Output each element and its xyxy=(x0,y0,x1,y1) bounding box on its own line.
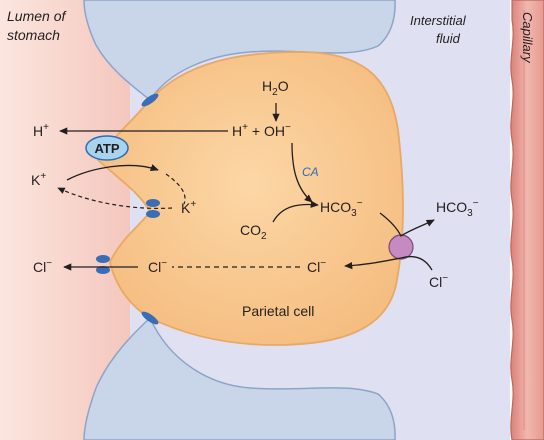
capillary-label: Capillary xyxy=(520,12,535,64)
proton-hydroxide-formula: H+ + OH− xyxy=(232,122,291,139)
lumen-label-line2: stomach xyxy=(7,27,60,43)
bicarbonate-interstitial-label: HCO3− xyxy=(436,198,479,219)
tight-junction-top xyxy=(141,93,159,107)
parietal-cell-label: Parietal cell xyxy=(242,303,314,319)
proton-lumen-label: H+ xyxy=(33,122,49,139)
atp-label: ATP xyxy=(94,141,119,156)
lumen-label-line1: Lumen of xyxy=(7,8,67,24)
carbonic-anhydrase-label: CA xyxy=(302,165,319,179)
neighbor-cell-bottom xyxy=(83,316,396,440)
arrow-bicarbonate-efflux xyxy=(379,212,435,237)
arrow-k-recycle-in xyxy=(165,173,186,205)
tight-junction-bottom xyxy=(141,311,159,325)
chloride-cell-label: Cl− xyxy=(148,258,167,275)
arrow-co2-to-bicarbonate xyxy=(272,200,319,223)
arrow-oh-to-bicarbonate xyxy=(291,142,313,203)
chloride-interstitial-label: Cl− xyxy=(429,273,448,290)
potassium-lumen-label: K+ xyxy=(31,171,46,188)
arrow-cl-uptake xyxy=(344,255,433,271)
bicarbonate-chloride-antiporter xyxy=(388,234,414,260)
bicarbonate-cell-label: HCO3− xyxy=(320,198,363,219)
interstitial-label-line2: fluid xyxy=(436,31,461,46)
chloride-lumen-label: Cl− xyxy=(33,258,52,275)
carbon-dioxide-label: CO2 xyxy=(240,222,267,242)
arrow-k-uptake xyxy=(66,164,159,181)
chloride-cell-basolateral-label: Cl− xyxy=(307,258,326,275)
parietal-cell-body xyxy=(96,51,404,346)
water-formula: H2O xyxy=(262,78,289,98)
chloride-channel xyxy=(96,255,110,274)
capillary-vessel xyxy=(510,0,544,440)
atp-pump xyxy=(85,135,129,161)
arrow-k-recycle-out xyxy=(57,187,173,209)
neighbor-cell-top xyxy=(83,0,396,102)
potassium-cell-label: K+ xyxy=(181,199,196,216)
potassium-channel xyxy=(146,199,160,218)
interstitial-label-line1: Interstitial xyxy=(410,13,467,28)
